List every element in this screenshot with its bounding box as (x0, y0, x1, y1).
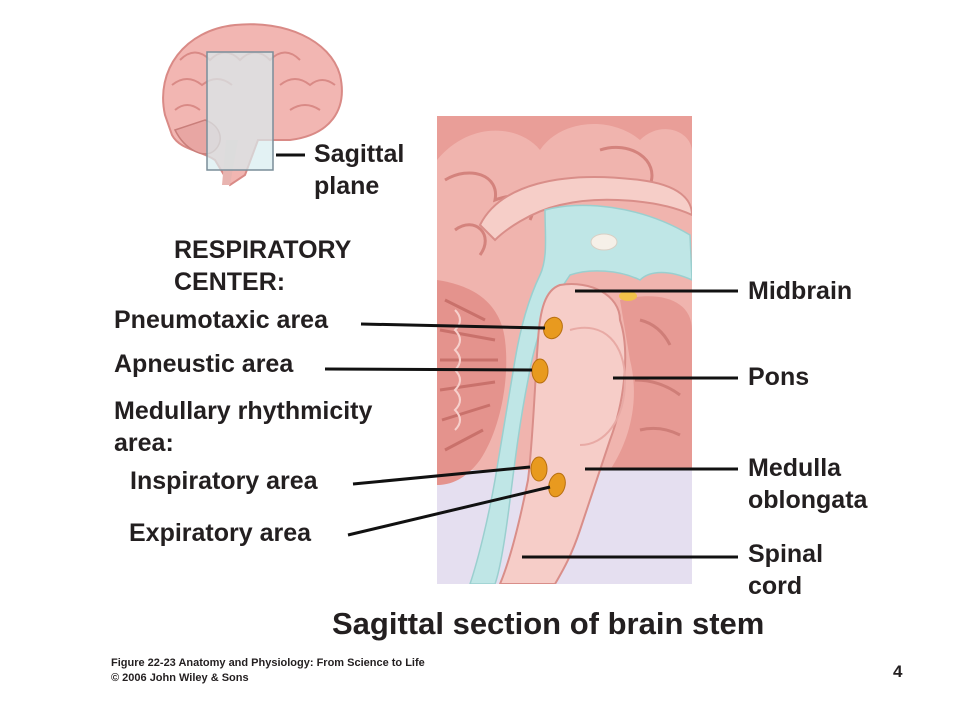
spinal-cord-label: Spinal cord (748, 538, 823, 602)
medulla-line1: Medulla (748, 454, 842, 482)
figure-caption: Sagittal section of brain stem (332, 606, 765, 641)
pneumotaxic-nucleus (543, 316, 563, 340)
sagittal-plane-line1: Sagittal (314, 140, 405, 168)
medulla-oblongata-label: Medulla oblongata (748, 452, 867, 516)
medullary-line1: Medullary rhythmicity (114, 397, 373, 425)
thumbnail-brain (162, 23, 343, 187)
apneustic-nucleus (531, 358, 549, 384)
inspiratory-leader (352, 465, 531, 486)
sagittal-plane-line2: plane (314, 172, 380, 200)
expiratory-nucleus (548, 472, 566, 498)
leader-lines (324, 289, 738, 559)
spinal-cord-line2: cord (748, 572, 803, 600)
sagittal-plane-label: Sagittal plane (314, 138, 404, 202)
credit-line2: © 2006 John Wiley & Sons (111, 672, 249, 684)
inspiratory-area-label: Inspiratory area (130, 467, 318, 495)
credit-line1: Figure 22-23 Anatomy and Physiology: Fro… (111, 657, 425, 669)
pneumotaxic-leader (360, 322, 546, 330)
figure-credit: Figure 22-23 Anatomy and Physiology: Fro… (111, 656, 425, 686)
pons-label: Pons (748, 363, 810, 391)
apneustic-area-label: Apneustic area (114, 350, 294, 378)
inspiratory-nucleus (530, 456, 548, 482)
spinal-cord-line1: Spinal (748, 540, 824, 568)
section-panel (437, 116, 692, 584)
medulla-line2: oblongata (748, 486, 868, 514)
page-number: 4 (893, 662, 903, 681)
sagittal-plane-box (206, 51, 274, 171)
expiratory-area-label: Expiratory area (129, 519, 312, 547)
pneumotaxic-area-label: Pneumotaxic area (114, 306, 328, 334)
medullary-line2: area: (114, 429, 174, 457)
midbrain-label: Midbrain (748, 277, 853, 305)
respiratory-center-heading: RESPIRATORY CENTER: (174, 234, 351, 298)
respiratory-center-line1: RESPIRATORY (174, 236, 352, 264)
apneustic-leader (324, 367, 533, 372)
expiratory-leader (347, 485, 551, 537)
medullary-rhythmicity-label: Medullary rhythmicity area: (114, 395, 372, 459)
respiratory-center-line2: CENTER: (174, 268, 286, 296)
